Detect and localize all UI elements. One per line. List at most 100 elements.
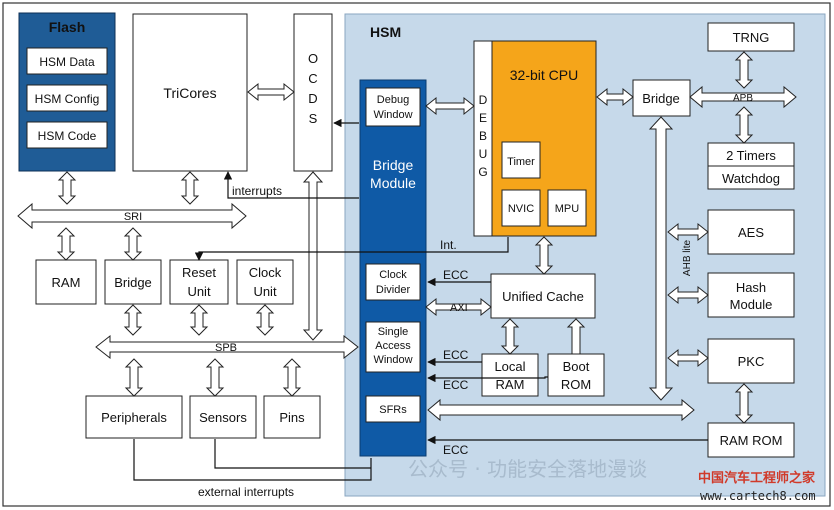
peripherals-label: Peripherals <box>101 410 167 425</box>
reset-line1: Reset <box>182 265 216 280</box>
ocds-letter-3: S <box>309 111 318 126</box>
watermark-text: 公众号 · 功能安全落地漫谈 <box>408 457 647 481</box>
reset-unit-box <box>169 259 229 305</box>
hsm-title: HSM <box>370 24 401 40</box>
clock-line2: Unit <box>253 284 277 299</box>
clock-divider-box <box>365 263 421 301</box>
ahb-lite-label: AHB lite <box>682 240 693 277</box>
clock-divider-line2: Divider <box>376 284 411 296</box>
ocds-spb-link <box>302 171 324 341</box>
watchdog-label: Watchdog <box>722 171 780 186</box>
axi-label: AXI <box>450 302 468 314</box>
timer-box <box>501 141 541 179</box>
ram-rom-label: RAM ROM <box>720 433 783 448</box>
hash-module-box <box>707 272 795 318</box>
hsm-data-box <box>26 47 108 75</box>
local-ram-line2: RAM <box>496 377 525 392</box>
ram-rom-box <box>707 422 795 458</box>
boot-rom-line1: Boot <box>563 359 590 374</box>
reset-line2: Unit <box>187 284 211 299</box>
ahb-lite-bus: AHB lite <box>648 116 693 401</box>
unified-cache-label: Unified Cache <box>502 289 584 304</box>
apb-bus: APB <box>689 85 797 109</box>
unified-cache-box <box>490 273 596 319</box>
int-label: Int. <box>440 238 457 252</box>
connector-arrows <box>56 51 754 424</box>
boot-rom-box <box>547 353 605 397</box>
hsm-code-box <box>26 121 108 149</box>
spb-label: SPB <box>215 342 237 354</box>
bridge-label: Bridge <box>114 275 152 290</box>
debug-letter-3: U <box>479 147 488 161</box>
bridge-module-label-line1: Bridge <box>373 157 414 173</box>
saw-line3: Window <box>373 354 412 366</box>
external-interrupts-label: external interrupts <box>198 485 294 499</box>
peripherals-box <box>85 395 183 439</box>
bridge-hsm-label: Bridge <box>642 91 680 106</box>
sensors-box <box>189 395 257 439</box>
ocds-letter-1: C <box>308 71 317 86</box>
saw-line1: Single <box>378 326 409 338</box>
nvic-label: NVIC <box>508 203 534 215</box>
debug-letter-1: E <box>479 111 487 125</box>
sfrs-box <box>365 395 421 423</box>
debug-letter-2: B <box>479 129 487 143</box>
boot-rom-line2: ROM <box>561 377 591 392</box>
hash-line1: Hash <box>736 280 766 295</box>
hash-line2: Module <box>730 297 773 312</box>
local-ram-line1: Local <box>494 359 525 374</box>
trng-box <box>707 22 795 52</box>
hsm-code-label: HSM Code <box>38 129 97 143</box>
hsm-config-label: HSM Config <box>35 92 100 106</box>
debug-window-line2: Window <box>373 109 412 121</box>
nvic-box <box>501 189 541 227</box>
clock-divider-line1: Clock <box>379 269 407 281</box>
debug-letter-0: D <box>479 93 488 107</box>
bridge-hsm-box <box>632 79 691 117</box>
ecc-label-1: ECC <box>443 268 469 282</box>
local-ram-box <box>481 353 539 397</box>
flash-block: Flash HSM Data HSM Config HSM Code <box>18 12 116 172</box>
bridge-box <box>104 259 162 305</box>
watermark-url: www.cartech8.com <box>700 489 816 503</box>
flash-title: Flash <box>49 19 86 35</box>
pkc-label: PKC <box>738 354 765 369</box>
ram-box <box>35 259 97 305</box>
bridge-module-label-line2: Module <box>370 175 416 191</box>
ocds-letter-0: O <box>308 51 318 66</box>
trng-label: TRNG <box>733 30 770 45</box>
ecc-label-4: ECC <box>443 443 469 457</box>
pins-label: Pins <box>279 410 305 425</box>
debug-window-box <box>365 87 421 127</box>
aes-box <box>707 209 795 255</box>
debug-window-line1: Debug <box>377 94 409 106</box>
sfr-to-ramrom-bus <box>427 398 695 422</box>
timer-label: Timer <box>507 156 535 168</box>
saw-line2: Access <box>375 340 411 352</box>
hsm-data-label: HSM Data <box>39 55 95 69</box>
sensors-label: Sensors <box>199 410 247 425</box>
pkc-box <box>707 338 795 384</box>
two-timers-label: 2 Timers <box>726 148 776 163</box>
ram-label: RAM <box>52 275 81 290</box>
signal-lines <box>133 118 708 481</box>
sri-bus: SRI <box>17 202 247 230</box>
apb-label: APB <box>733 93 753 104</box>
tricores-label: TriCores <box>163 85 216 101</box>
debug-letter-4: G <box>478 165 487 179</box>
hsm-config-box <box>26 84 108 112</box>
clock-line1: Clock <box>249 265 282 280</box>
ecc-label-3: ECC <box>443 378 469 392</box>
ocds-letter-2: D <box>308 91 317 106</box>
sfrs-label: SFRs <box>379 404 407 416</box>
clock-unit-box <box>236 259 294 305</box>
ecc-label-2: ECC <box>443 348 469 362</box>
watermark-cn: 中国汽车工程师之家 <box>698 470 816 486</box>
mpu-label: MPU <box>555 203 580 215</box>
cpu-label: 32-bit CPU <box>510 67 578 83</box>
spb-bus: SPB <box>95 334 359 360</box>
single-access-window-box <box>365 321 421 373</box>
aes-label: AES <box>738 225 764 240</box>
